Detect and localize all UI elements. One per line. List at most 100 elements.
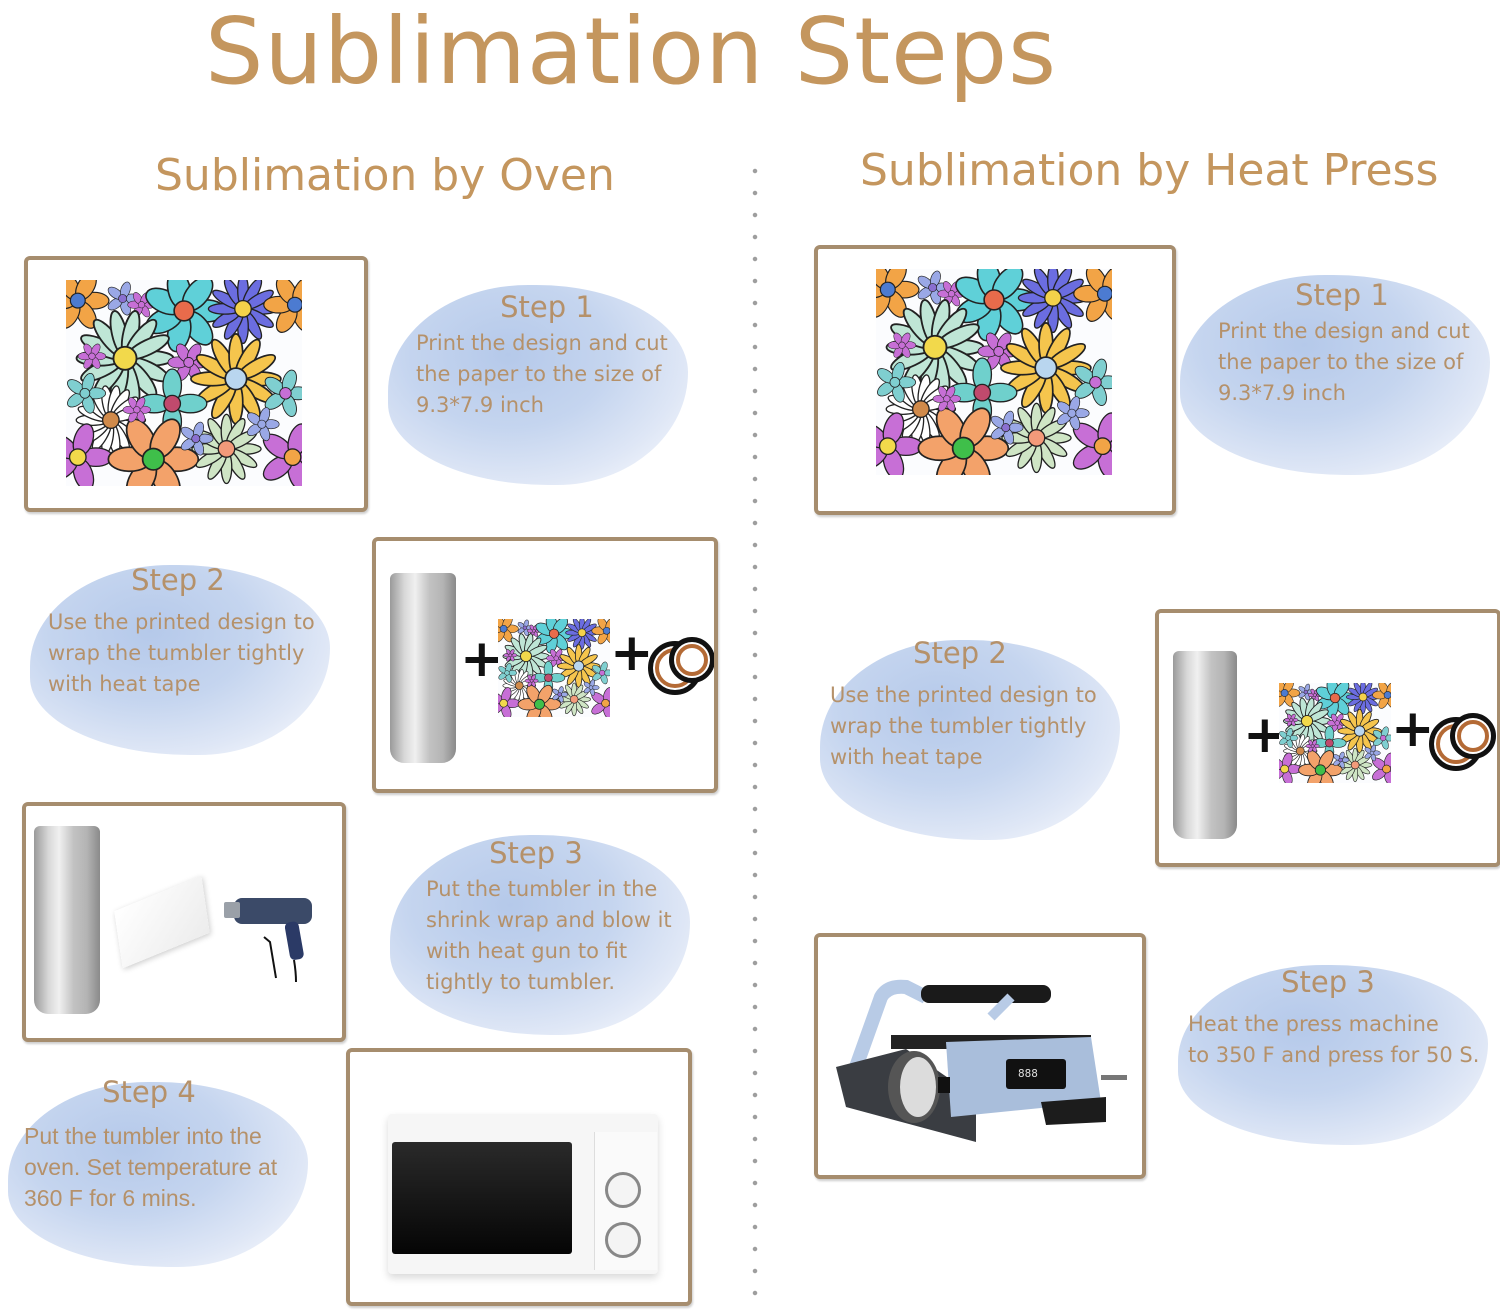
dotted-divider	[752, 160, 758, 1310]
press-step-3-label: Step 3	[1281, 965, 1375, 999]
flower-motif	[517, 684, 562, 717]
flower-motif	[1279, 728, 1299, 748]
flower-motif	[1373, 726, 1391, 750]
flower-motif	[1345, 683, 1381, 715]
shrink-wrap-icon	[114, 875, 210, 969]
flower-motif	[1316, 683, 1356, 719]
oven-step-1-image	[24, 256, 368, 512]
oven-step-3-text: Put the tumbler in the shrink wrap and b…	[426, 877, 672, 994]
oven-step-2-label: Step 2	[131, 563, 225, 597]
oven-step-4-image	[346, 1048, 692, 1306]
press-step-1-image	[814, 245, 1176, 515]
heat-press-section-heading: Sublimation by Heat Press	[860, 145, 1439, 196]
heat-press-machine-image: 888	[836, 979, 1127, 1142]
flower-motif	[591, 619, 610, 645]
plus-icon: +	[1391, 699, 1435, 759]
flower-motif	[1298, 750, 1343, 783]
heat-gun-icon	[224, 898, 312, 982]
flower-motif	[190, 333, 282, 425]
oven-section-heading: Sublimation by Oven	[155, 150, 615, 201]
flower-motif	[1074, 358, 1112, 406]
flower-motif	[546, 649, 567, 668]
flower-motif	[876, 269, 920, 318]
flower-motif	[503, 649, 518, 662]
flower-motif	[1364, 744, 1381, 762]
flower-motif	[1312, 725, 1347, 761]
press-step-2-caption: Step 2 Use the printed design to wrap th…	[830, 636, 1110, 773]
flower-motif	[592, 661, 610, 685]
press-display-readout: 888	[1018, 1067, 1038, 1080]
oven-step-1-text: Print the design and cut the paper to th…	[416, 331, 668, 417]
floral-design-image	[66, 280, 302, 486]
flower-motif	[552, 686, 569, 703]
flower-motif	[1057, 396, 1090, 431]
page-title: Sublimation Steps	[205, 0, 1058, 105]
oven-step-2-text: Use the printed design to wrap the tumbl…	[48, 610, 315, 696]
press-step-2-label: Step 2	[913, 636, 1007, 670]
flower-motif	[66, 423, 114, 486]
flower-motif	[145, 280, 227, 353]
press-step-3-image: 888	[814, 933, 1146, 1179]
flower-motif	[1372, 683, 1391, 709]
flower-motif	[1338, 747, 1373, 783]
flower-motif	[122, 397, 151, 423]
tumbler-image	[1173, 651, 1237, 839]
flower-motif	[556, 644, 601, 688]
oven-step-3-watercolor	[390, 835, 690, 1035]
press-step-1-caption: Step 1 Print the design and cut the pape…	[1212, 278, 1492, 409]
tumbler-image	[34, 826, 100, 1014]
timer-knob[interactable]	[605, 1172, 641, 1208]
press-step-3-text: Heat the press machine to 350 F and pres…	[1188, 1012, 1480, 1067]
flower-motif	[107, 418, 200, 486]
flower-motif	[937, 281, 966, 307]
oven-door-window	[392, 1142, 572, 1254]
flower-motif	[1333, 751, 1350, 769]
flower-motif	[264, 369, 302, 417]
oven-step-3-caption: Step 3 Put the tumbler in the shrink wra…	[426, 836, 686, 998]
flower-motif	[1284, 713, 1299, 727]
oven-image	[388, 1114, 658, 1274]
flower-motif	[498, 687, 521, 717]
press-step-2-image: + +	[1155, 609, 1500, 867]
flower-motif	[591, 687, 610, 717]
tumbler-image	[390, 573, 456, 763]
heat-tape-icon	[1450, 713, 1496, 759]
oven-control-panel	[594, 1132, 657, 1270]
flower-motif	[66, 280, 110, 329]
flower-motif	[263, 280, 302, 333]
temperature-knob[interactable]	[605, 1222, 641, 1258]
press-step-3-watercolor	[1178, 965, 1488, 1145]
flower-motif	[990, 410, 1024, 445]
press-step-1-watercolor	[1180, 275, 1490, 475]
press-step-2-watercolor	[820, 640, 1120, 840]
press-step-2-text: Use the printed design to wrap the tumbl…	[830, 683, 1097, 769]
flower-motif	[498, 663, 518, 683]
flower-motif	[557, 682, 591, 717]
flower-motif	[932, 386, 961, 412]
flower-motif	[247, 407, 280, 442]
floral-design-image	[498, 619, 610, 717]
flower-motif	[207, 280, 279, 345]
oven-step-2-image: + +	[372, 537, 718, 793]
oven-step-1-watercolor	[388, 285, 688, 485]
press-step-1-label: Step 1	[1295, 278, 1389, 312]
flower-motif	[1072, 412, 1112, 475]
flower-motif	[877, 362, 917, 403]
flower-motif	[583, 679, 600, 696]
oven-step-1-caption: Step 1 Print the design and cut the pape…	[412, 290, 682, 421]
floral-design-image	[876, 269, 1112, 475]
oven-step-4-caption: Step 4 Put the tumbler into the oven. Se…	[24, 1075, 314, 1214]
flower-motif	[887, 332, 917, 358]
flower-motif	[1337, 708, 1382, 754]
oven-step-1-label: Step 1	[500, 290, 594, 324]
flower-motif	[262, 423, 302, 486]
plus-icon: +	[610, 623, 654, 683]
flower-motif	[1372, 752, 1391, 783]
oven-step-2-caption: Step 2 Use the printed design to wrap th…	[48, 563, 328, 700]
flower-motif	[1279, 683, 1301, 707]
flower-motif	[1073, 269, 1112, 322]
flower-motif	[1305, 739, 1320, 753]
press-step-3-caption: Step 3 Heat the press machine to 350 F a…	[1188, 965, 1488, 1071]
flower-motif	[885, 299, 985, 396]
oven-step-2-watercolor	[30, 565, 330, 755]
